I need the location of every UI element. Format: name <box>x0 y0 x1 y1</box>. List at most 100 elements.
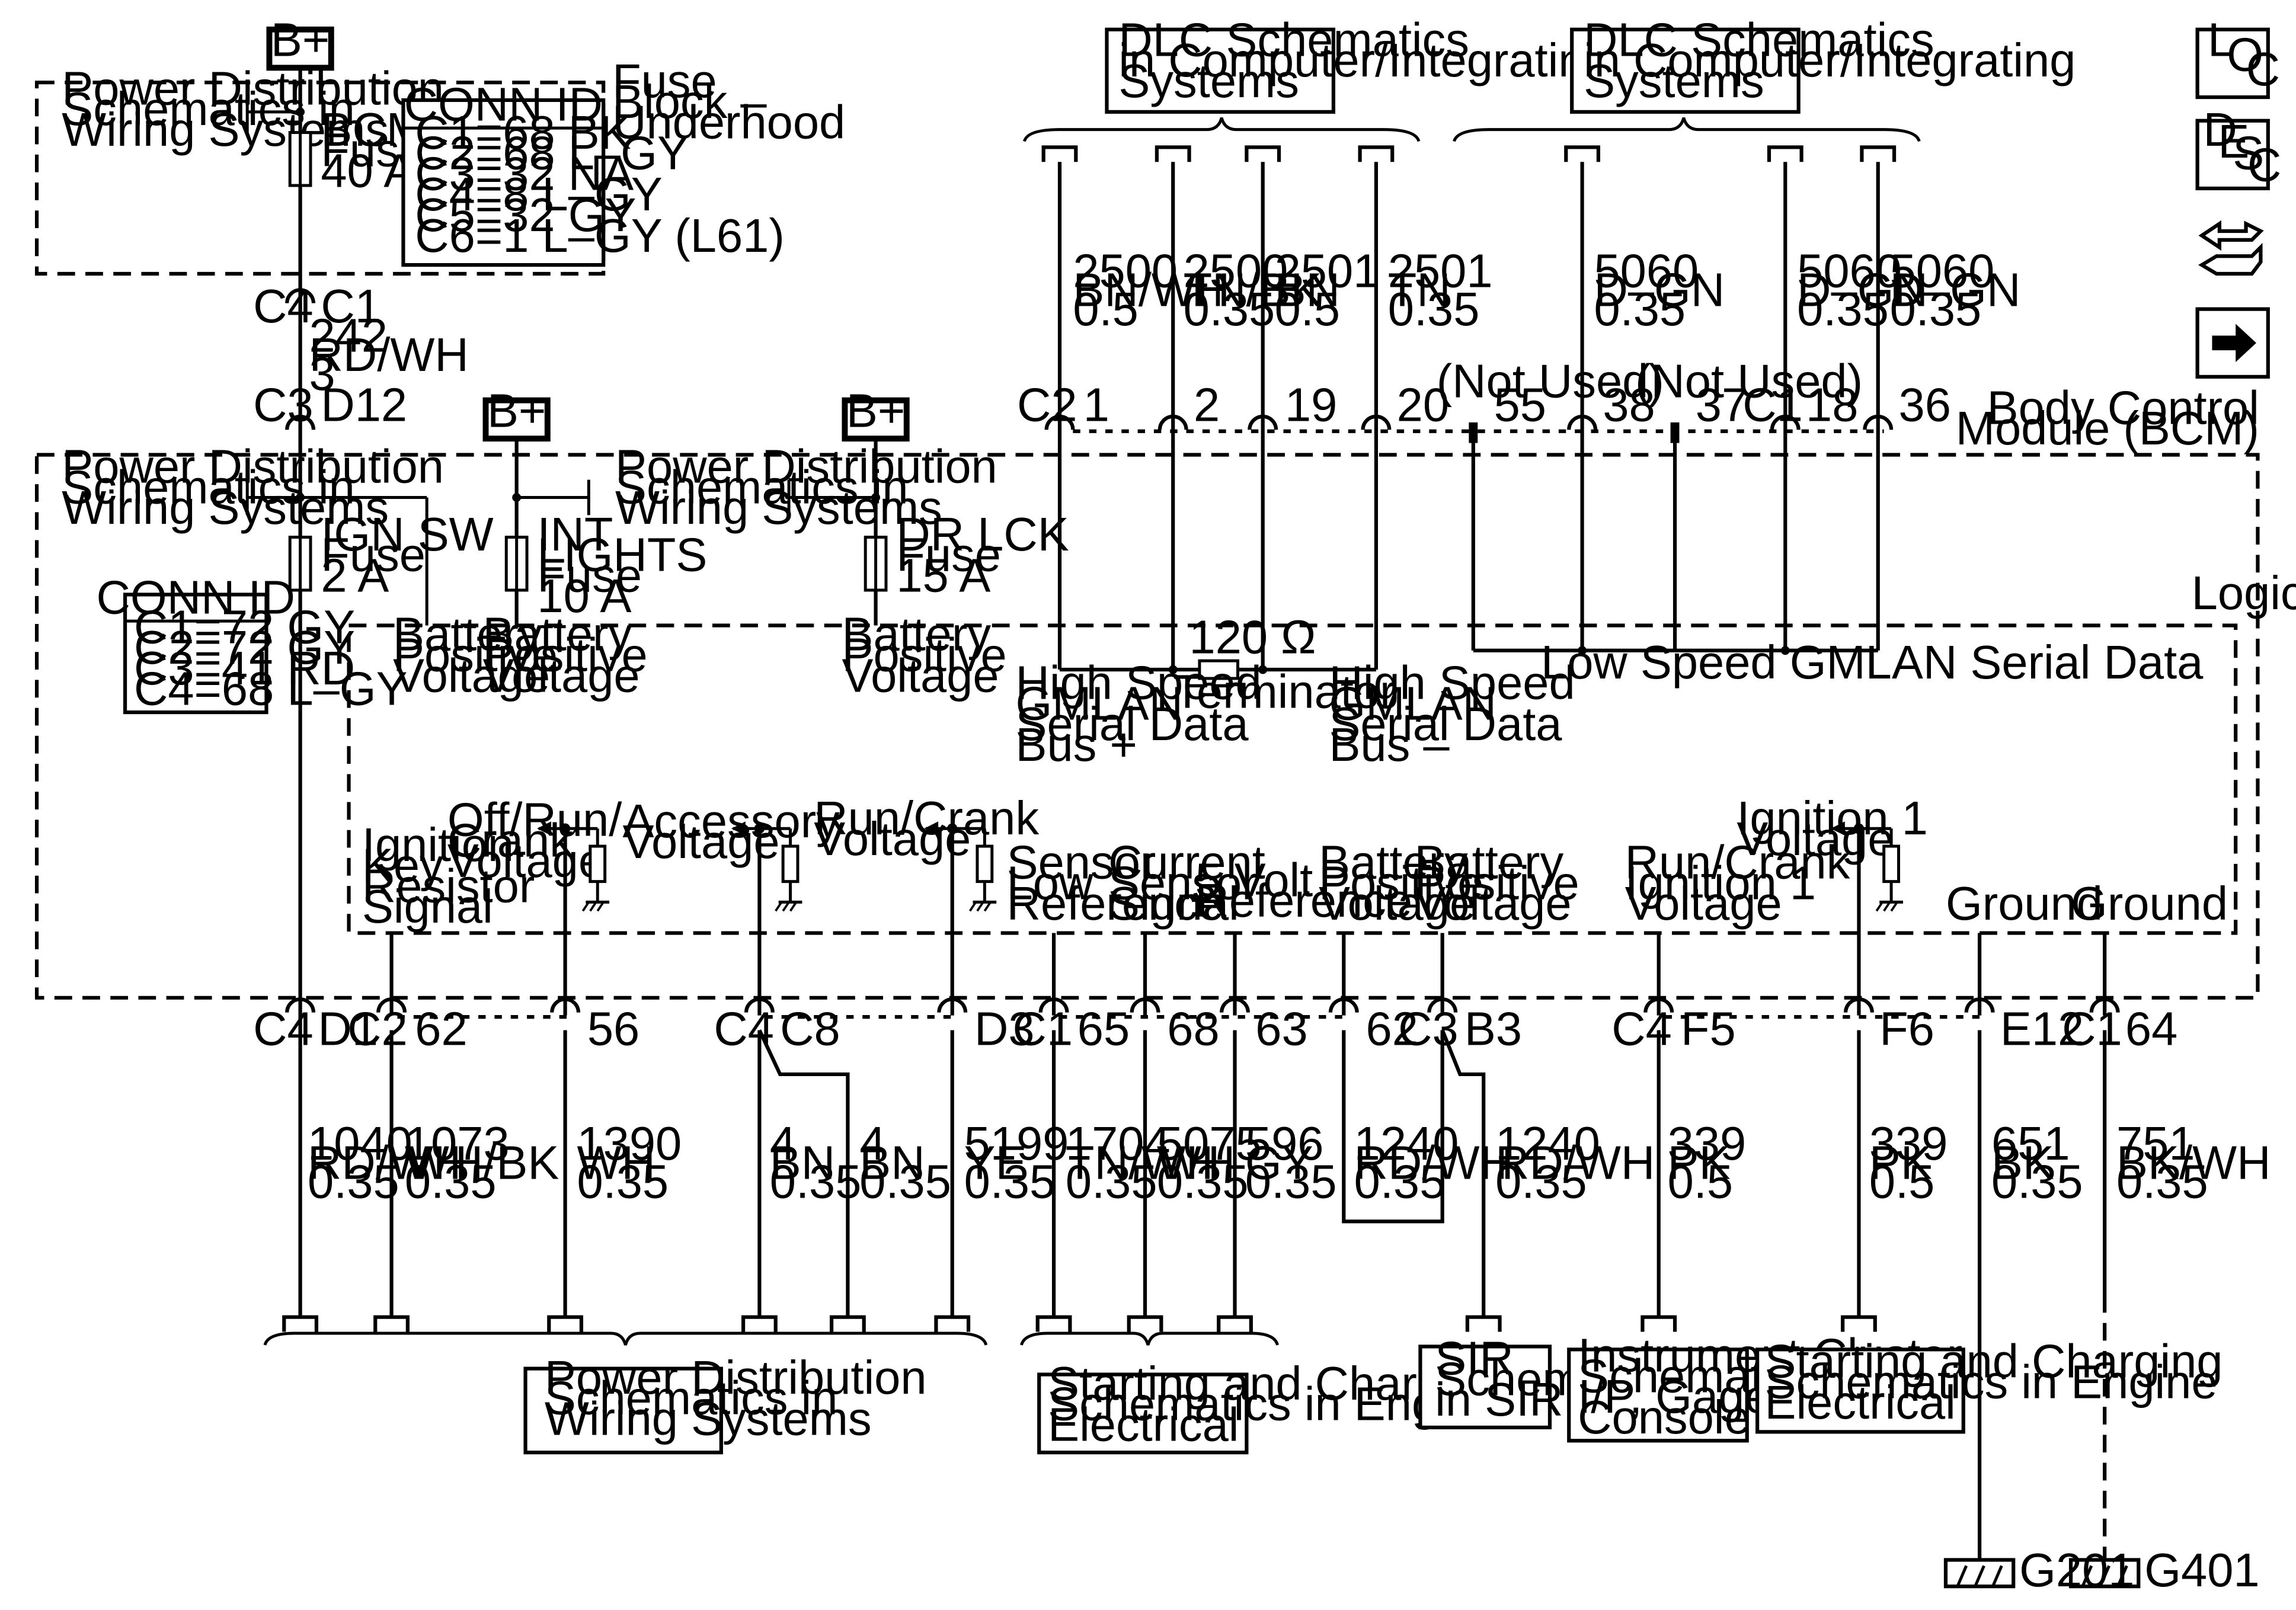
svg-text:DLC Schematicsin Computer/Inte: DLC Schematicsin Computer/IntegratingSys… <box>1584 13 2076 107</box>
svg-text:D1: D1 <box>318 1002 378 1055</box>
bcm-internal-circuits <box>537 821 1903 1016</box>
svg-text:BatteryPositiveVoltage: BatteryPositiveVoltage <box>842 608 1006 702</box>
svg-text:C1: C1 <box>2062 1002 2122 1055</box>
svg-text:C4: C4 <box>253 1002 314 1055</box>
svg-text:G401: G401 <box>2144 1544 2259 1596</box>
svg-text:651BK0.35: 651BK0.35 <box>1991 1117 2083 1208</box>
svg-text:F5: F5 <box>1681 1002 1736 1055</box>
svg-text:C1=68 BKC2=68 L–GYC3=32 NAC4=8: C1=68 BKC2=68 L–GYC3=32 NAC4=8 L–GYC5=32… <box>415 106 785 262</box>
svg-text:C1=72 GYC2=72 GYC3=41 RDC4=68: C1=72 GYC2=72 GYC3=41 RDC4=68 L–GY <box>134 600 408 715</box>
svg-text:CONN ID: CONN ID <box>404 78 603 131</box>
svg-text:C: C <box>2246 43 2280 95</box>
svg-text:BatteryPositiveVoltage: BatteryPositiveVoltage <box>393 608 558 702</box>
svg-text:1: 1 <box>1083 378 1109 431</box>
ls-gmlan-bus: Low Speed GMLAN Serial Data <box>1473 636 2204 689</box>
svg-text:C8: C8 <box>780 1002 840 1055</box>
svg-text:Terminator: Terminator <box>1173 665 1395 718</box>
fuse-int-label: INTLIGHTSFuse10 A <box>537 508 707 622</box>
svg-text:C4: C4 <box>253 280 314 332</box>
svg-text:D3: D3 <box>974 1002 1035 1055</box>
conn-id-table-top: CONN ID C1=68 BKC2=68 L–GYC3=32 NAC4=8 L… <box>401 78 785 267</box>
svg-text:18: 18 <box>1806 378 1858 431</box>
next-arrow-icon[interactable] <box>2195 307 2270 379</box>
fuse-block-label: FuseBlock –Underhood <box>612 55 845 149</box>
svg-text:L: L <box>2208 13 2234 66</box>
bplus-terminal-int-lights: B+ <box>482 384 551 442</box>
pds-label-bcm-mid: Power DistributionSchematics inWiring Sy… <box>615 440 997 534</box>
svg-text:C3: C3 <box>253 378 314 431</box>
svg-text:IgnitionKeyResistorSignal: IgnitionKeyResistorSignal <box>362 818 535 933</box>
svg-text:Ignition 1Voltage: Ignition 1Voltage <box>1737 792 1927 865</box>
hs-gmlan-plus-label: High SpeedGMLANSerial DataBus + <box>1016 657 1262 771</box>
svg-text:596GY0.35: 596GY0.35 <box>1245 1117 1337 1208</box>
dlc-box-left: DLC Schematicsin Computer/IntegratingSys… <box>1105 13 1611 114</box>
svg-text:2500BN/WH0.5: 2500BN/WH0.5 <box>1073 244 1230 335</box>
svg-text:20: 20 <box>1397 378 1449 431</box>
desc-icon[interactable]: D E S C <box>2195 103 2282 191</box>
svg-text:1240RD/WH0.35: 1240RD/WH0.35 <box>1354 1117 1514 1208</box>
svg-text:5075WH0.35: 5075WH0.35 <box>1157 1117 1262 1208</box>
svg-text:BatteryPositiveVoltage: BatteryPositiveVoltage <box>483 608 648 702</box>
svg-text:B+: B+ <box>846 384 905 437</box>
svg-text:G201: G201 <box>2019 1544 2134 1596</box>
svg-text:C2: C2 <box>347 1002 408 1055</box>
svg-text:CurrentSensorSignal: CurrentSensorSignal <box>1108 836 1265 930</box>
bottom-pin-labels: C4 D1 C2 62 56 C4 C8 D3 C1 65 68 63 62 C… <box>253 1002 2177 1055</box>
svg-text:4BN0.35: 4BN0.35 <box>859 1117 951 1208</box>
svg-text:5060D–GN0.35: 5060D–GN0.35 <box>1890 244 2021 335</box>
conn-id-table-bcm: CONN ID C1=72 GYC2=72 GYC3=41 RDC4=68 L–… <box>97 571 408 715</box>
svg-text:Ground: Ground <box>2071 877 2228 930</box>
svg-text:D12: D12 <box>321 378 407 431</box>
wire-242-label: 242RD/WH3 <box>309 309 469 401</box>
svg-text:5060D–GN0.35: 5060D–GN0.35 <box>1797 244 1928 335</box>
svg-text:C1: C1 <box>1013 1002 1073 1055</box>
svg-text:Run/CrankVoltage: Run/CrankVoltage <box>814 792 1039 865</box>
svg-text:2: 2 <box>1194 378 1220 431</box>
svg-text:68: 68 <box>1167 1002 1219 1055</box>
svg-text:65: 65 <box>1077 1002 1130 1055</box>
svg-text:5 VoltReference: 5 VoltReference <box>1195 853 1412 927</box>
svg-text:2501TN0.35: 2501TN0.35 <box>1388 244 1493 335</box>
bcm-logic-area: Logic <box>347 566 2296 935</box>
svg-text:Logic: Logic <box>2192 566 2296 619</box>
svg-text:Low Speed GMLAN Serial Data: Low Speed GMLAN Serial Data <box>1541 636 2204 689</box>
svg-text:(Not Used): (Not Used) <box>1635 355 1863 408</box>
loc-icon[interactable]: L O C <box>2195 13 2280 100</box>
svg-text:Ground: Ground <box>1946 877 2103 930</box>
svg-text:1704TN/WH0.35: 1704TN/WH0.35 <box>1066 1117 1220 1208</box>
dlc-wire-labels: 2500BN/WH0.5 2500TN/BK0.35 2501BN0.5 250… <box>1073 244 2020 335</box>
svg-text:Off/Run/CrankVoltage: Off/Run/CrankVoltage <box>447 793 622 888</box>
svg-text:1390WH0.35: 1390WH0.35 <box>577 1117 682 1208</box>
dlc-pin-labels: C2 1 2 19 20 (Not Used) 55 38 (Not Used)… <box>1017 355 1951 431</box>
svg-text:339PK0.5: 339PK0.5 <box>1869 1117 1948 1208</box>
svg-text:C4: C4 <box>714 1002 774 1055</box>
svg-text:1240RD/WH0.35: 1240RD/WH0.35 <box>1495 1117 1655 1208</box>
bcm-module: Body ControlModule (BCM) <box>34 381 2260 1000</box>
svg-text:CONN ID: CONN ID <box>97 571 295 624</box>
svg-text:SensorLowReference: SensorLowReference <box>1007 836 1224 930</box>
svg-text:C1: C1 <box>321 280 381 332</box>
ground-g401: G401 <box>2068 1544 2260 1596</box>
ref-box-starting-charging-2: Starting and ChargingSchematics in Engin… <box>1755 1335 2223 1434</box>
dlc-top-terminals <box>1044 147 1894 162</box>
tools-icon[interactable] <box>2198 220 2264 276</box>
fuse-block-underhood: FuseBlock –Underhood <box>34 55 845 276</box>
bplus-terminal-dr-lck: B+ <box>842 384 910 442</box>
svg-text:36: 36 <box>1899 378 1951 431</box>
svg-text:D: D <box>2204 103 2237 156</box>
svg-text:19: 19 <box>1285 378 1337 431</box>
svg-text:F6: F6 <box>1879 1002 1934 1055</box>
svg-text:63: 63 <box>1255 1002 1307 1055</box>
svg-text:C2: C2 <box>1017 378 1077 431</box>
svg-text:5060D–GN0.35: 5060D–GN0.35 <box>1594 244 1725 335</box>
pds-label-bcm-left: Power DistributionSchematics inWiring Sy… <box>62 440 444 534</box>
svg-text:B+: B+ <box>487 384 546 437</box>
svg-text:Starting and ChargingSchematic: Starting and ChargingSchematics in Engin… <box>1765 1335 2223 1429</box>
fuse-dr-label: DR LCKFuse15 A <box>896 508 1069 602</box>
svg-text:C1: C1 <box>1742 378 1803 431</box>
svg-text:Body ControlModule (BCM): Body ControlModule (BCM) <box>1956 381 2259 454</box>
pds-label-top: Power DistributionSchematics inWiring Sy… <box>62 62 444 156</box>
svg-text:C: C <box>2247 139 2281 191</box>
svg-text:62: 62 <box>415 1002 467 1055</box>
